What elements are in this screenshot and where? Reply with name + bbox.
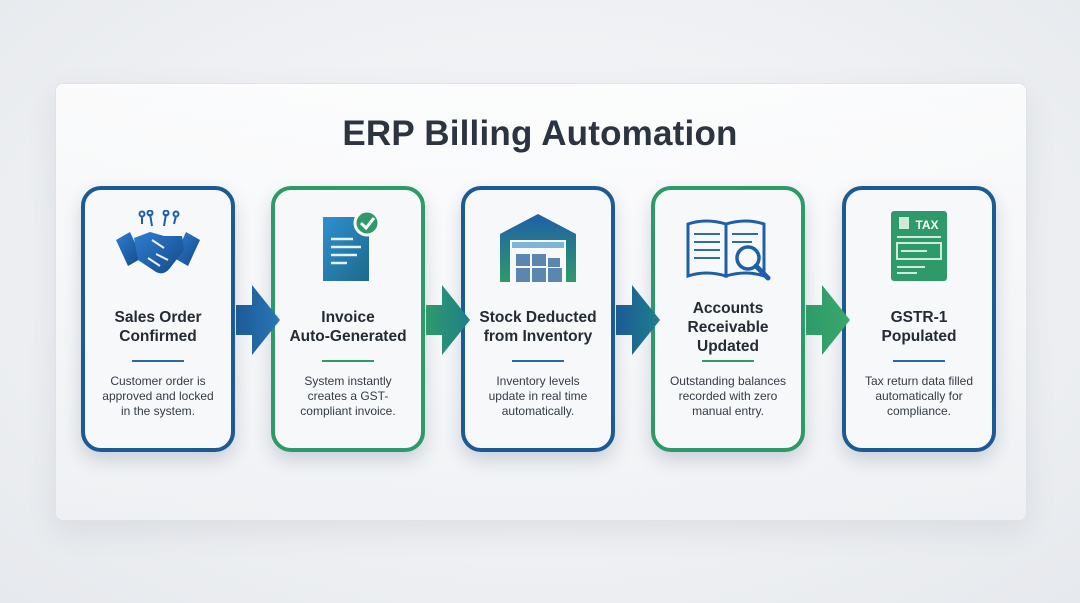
arrow-right-icon xyxy=(236,285,280,355)
step-heading: Accounts Receivable Updated xyxy=(687,299,769,355)
divider xyxy=(132,360,184,362)
arrow-right-icon xyxy=(806,285,850,355)
step-description: Customer order is approved and locked in… xyxy=(102,374,214,418)
step-card-receivable: Accounts Receivable Updated Outstanding … xyxy=(651,186,805,452)
warehouse-icon xyxy=(465,208,611,284)
step-card-gstr1: TAX GSTR-1 Populated Tax return data fil… xyxy=(842,186,996,452)
arrow-right-icon xyxy=(426,285,470,355)
step-card-stock: Stock Deducted from Inventory Inventory … xyxy=(461,186,615,452)
step-heading: GSTR-1 Populated xyxy=(881,309,957,345)
invoice-check-icon xyxy=(275,208,421,284)
tax-icon-label: TAX xyxy=(915,218,938,232)
step-heading: Sales Order Confirmed xyxy=(114,309,202,345)
step-card-sales-order: Sales Order Confirmed Customer order is … xyxy=(81,186,235,452)
divider xyxy=(322,360,374,362)
step-heading: Invoice Auto-Generated xyxy=(289,309,407,345)
divider xyxy=(512,360,564,362)
ledger-search-icon xyxy=(655,208,801,284)
handshake-icon xyxy=(85,208,231,284)
step-heading: Stock Deducted from Inventory xyxy=(479,309,597,345)
divider xyxy=(893,360,945,362)
diagram-title: ERP Billing Automation xyxy=(342,114,738,153)
step-description: Outstanding balances recorded with zero … xyxy=(669,374,787,418)
tax-form-icon: TAX xyxy=(846,208,992,284)
step-card-invoice: Invoice Auto-Generated System instantly … xyxy=(271,186,425,452)
step-description: Inventory levels update in real time aut… xyxy=(488,374,588,418)
divider xyxy=(702,360,754,362)
step-description: Tax return data filled automatically for… xyxy=(864,374,974,418)
arrow-right-icon xyxy=(616,285,660,355)
step-description: System instantly creates a GST-compliant… xyxy=(300,374,396,418)
